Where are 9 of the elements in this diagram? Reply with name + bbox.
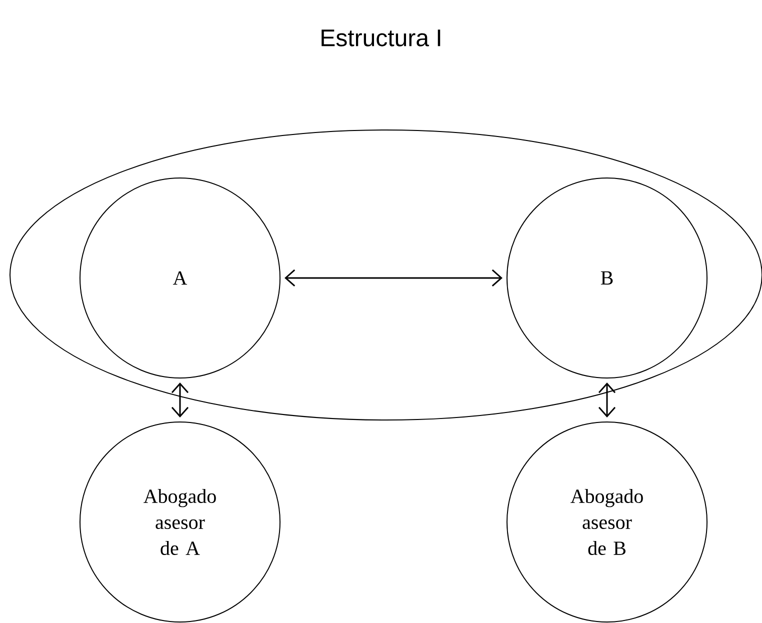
circle-node: Abogado asesor de B: [506, 422, 708, 622]
circle-node: B: [506, 178, 708, 378]
arrow: [598, 382, 616, 418]
ellipse-outline: [10, 130, 762, 420]
circle-node: Abogado asesor de A: [80, 422, 280, 622]
arrow: [171, 382, 189, 418]
circle-node: A: [80, 178, 280, 378]
arrow: [284, 269, 502, 287]
title: Estructura I: [322, 30, 440, 46]
